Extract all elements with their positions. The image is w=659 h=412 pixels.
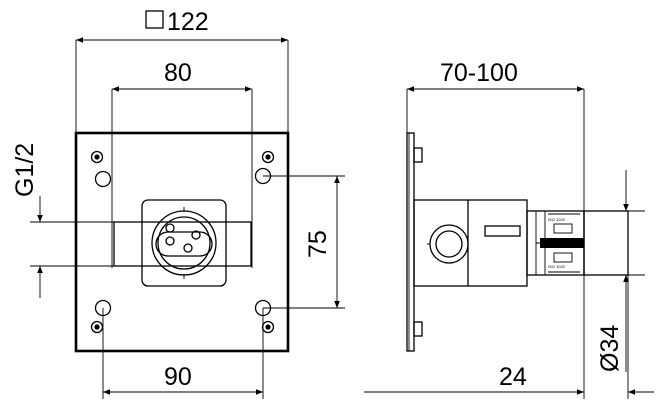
square-symbol bbox=[145, 10, 164, 29]
dimension-hole-spacing-top: 80 bbox=[111, 59, 253, 268]
hole-spacing-bottom-label: 90 bbox=[164, 363, 192, 391]
dimension-spindle-length: 24 bbox=[364, 275, 654, 399]
dimension-hole-spacing-bottom: 90 bbox=[102, 308, 264, 399]
dimension-spindle-diameter: Ø34 bbox=[596, 170, 645, 372]
spindle-length-label: 24 bbox=[499, 363, 527, 391]
dimension-plate-width: 122 bbox=[75, 8, 289, 133]
mounting-plate bbox=[74, 131, 290, 353]
screw-hole-bottom-right bbox=[261, 320, 275, 334]
side-view: ISO 1020 ISO 1020 70-100 24 Ø3 bbox=[364, 59, 654, 399]
screw-hole-bottom-left bbox=[90, 320, 104, 334]
svg-text:ISO 1020: ISO 1020 bbox=[548, 217, 566, 222]
thread-label: G1/2 bbox=[11, 143, 39, 197]
depth-range-label: 70-100 bbox=[440, 59, 518, 87]
side-plate bbox=[406, 132, 415, 352]
mounting-hole-upper-left bbox=[94, 170, 112, 188]
dimension-thread: G1/2 bbox=[11, 143, 114, 298]
spindle-cartridge: ISO 1020 ISO 1020 bbox=[526, 210, 629, 276]
front-view: 122 80 90 75 G1/2 bbox=[11, 8, 345, 399]
vertical-spacing-label: 75 bbox=[304, 230, 332, 258]
screw-hole-top-left bbox=[90, 150, 104, 164]
svg-text:ISO 1020: ISO 1020 bbox=[548, 264, 566, 269]
plate-width-label: 122 bbox=[167, 8, 209, 36]
dimension-depth-range: 70-100 bbox=[406, 59, 585, 211]
dimension-vertical-spacing: 75 bbox=[263, 175, 345, 309]
spindle-diameter-label: Ø34 bbox=[596, 325, 624, 372]
valve-body bbox=[113, 199, 252, 287]
valve-housing bbox=[413, 199, 528, 287]
hole-spacing-top-label: 80 bbox=[164, 59, 192, 87]
screw-hole-top-right bbox=[261, 150, 275, 164]
